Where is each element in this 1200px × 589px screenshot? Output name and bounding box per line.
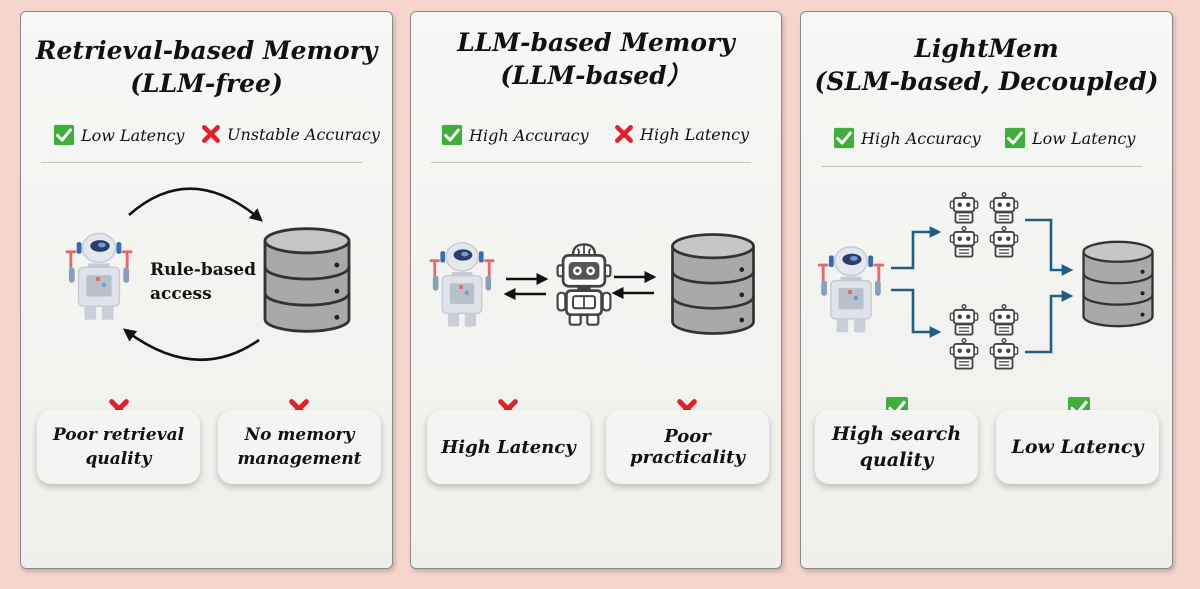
user-robot-icon xyxy=(429,241,495,328)
arrow-branch-bottom-icon xyxy=(891,288,942,338)
prop-high-latency: High Latency xyxy=(614,124,749,144)
database-icon xyxy=(1082,240,1154,328)
prop-label: High Accuracy xyxy=(469,125,589,145)
panel-llm-based-memory: LLM-based Memory (LLM-based） High Accura… xyxy=(410,11,782,569)
panel-title-line2: (LLM-based） xyxy=(500,61,692,90)
card-high-search-quality: High search quality xyxy=(815,410,978,484)
arrow-merge-top-icon xyxy=(1025,218,1074,276)
database-icon xyxy=(263,227,351,333)
prop-low-latency: Low Latency xyxy=(53,124,184,146)
card-poor-retrieval-quality: Poor retrieval quality xyxy=(37,410,200,484)
retrieval-diagram xyxy=(65,187,351,362)
diagram-label-line2: access xyxy=(150,284,212,304)
user-robot-icon xyxy=(817,245,885,334)
prop-label: High Latency xyxy=(640,124,750,144)
card-label: Low Latency xyxy=(1011,436,1144,458)
panel-retrieval-based-memory: Retrieval-based Memory (LLM-free) Low La… xyxy=(20,11,393,569)
diagram-label: Rule-based access xyxy=(150,258,256,306)
panel-title-line1: LLM-based Memory xyxy=(457,28,735,57)
small-robot-icon xyxy=(949,192,979,224)
panel-title-line2: (LLM-free) xyxy=(130,69,283,98)
slm-cluster-top xyxy=(949,192,1019,258)
lightmem-diagram xyxy=(817,192,1154,370)
card-poor-practicality: Poor practicality xyxy=(606,410,769,484)
prop-high-accuracy: High Accuracy xyxy=(833,127,981,149)
panel-title-line2: (SLM-based, Decoupled) xyxy=(814,67,1159,96)
small-robot-icon xyxy=(949,338,979,370)
panel-title-line1: Retrieval-based Memory xyxy=(35,36,378,65)
user-robot-icon xyxy=(65,231,133,322)
prop-label: Low Latency xyxy=(1032,128,1136,148)
panel-lightmem: LightMem (SLM-based, Decoupled) High Acc… xyxy=(800,11,1173,569)
llm-diagram xyxy=(429,233,755,335)
prop-label: Low Latency xyxy=(81,125,185,145)
panel-title: Retrieval-based Memory (LLM-free) xyxy=(21,34,392,100)
small-robot-icon xyxy=(989,192,1019,224)
prop-unstable-accuracy: Unstable Accuracy xyxy=(201,124,380,144)
divider xyxy=(41,162,362,163)
small-robot-icon xyxy=(949,304,979,336)
panel-title-line1: LightMem xyxy=(914,34,1059,63)
arrow-merge-bottom-icon xyxy=(1025,290,1074,354)
card-label: High Latency xyxy=(441,436,576,458)
small-robot-icon xyxy=(989,304,1019,336)
card-label: No memory management xyxy=(237,425,362,469)
arrow-branch-top-icon xyxy=(891,226,942,270)
slm-cluster-bottom xyxy=(949,304,1019,370)
llm-robot-icon xyxy=(556,243,612,327)
prop-label: Unstable Accuracy xyxy=(227,124,380,144)
card-no-memory-management: No memory management xyxy=(218,410,381,484)
prop-label: High Accuracy xyxy=(861,128,981,148)
card-label: Poor practicality xyxy=(630,426,745,468)
divider xyxy=(431,162,751,163)
small-robot-icon xyxy=(989,226,1019,258)
panel-title: LLM-based Memory (LLM-based） xyxy=(411,26,781,92)
card-label: Poor retrieval quality xyxy=(52,425,185,469)
prop-high-accuracy: High Accuracy xyxy=(441,124,589,146)
arrow-bottom-icon xyxy=(122,328,260,362)
prop-low-latency: Low Latency xyxy=(1004,127,1135,149)
divider xyxy=(821,166,1142,167)
card-low-latency: Low Latency xyxy=(996,410,1159,484)
small-robot-icon xyxy=(989,338,1019,370)
card-label: High search quality xyxy=(831,423,962,471)
database-icon xyxy=(671,233,755,335)
panel-title: LightMem (SLM-based, Decoupled) xyxy=(801,32,1172,98)
diagram-label-line1: Rule-based xyxy=(150,260,256,280)
small-robot-icon xyxy=(949,226,979,258)
card-high-latency: High Latency xyxy=(427,410,590,484)
arrow-top-icon xyxy=(128,187,263,222)
